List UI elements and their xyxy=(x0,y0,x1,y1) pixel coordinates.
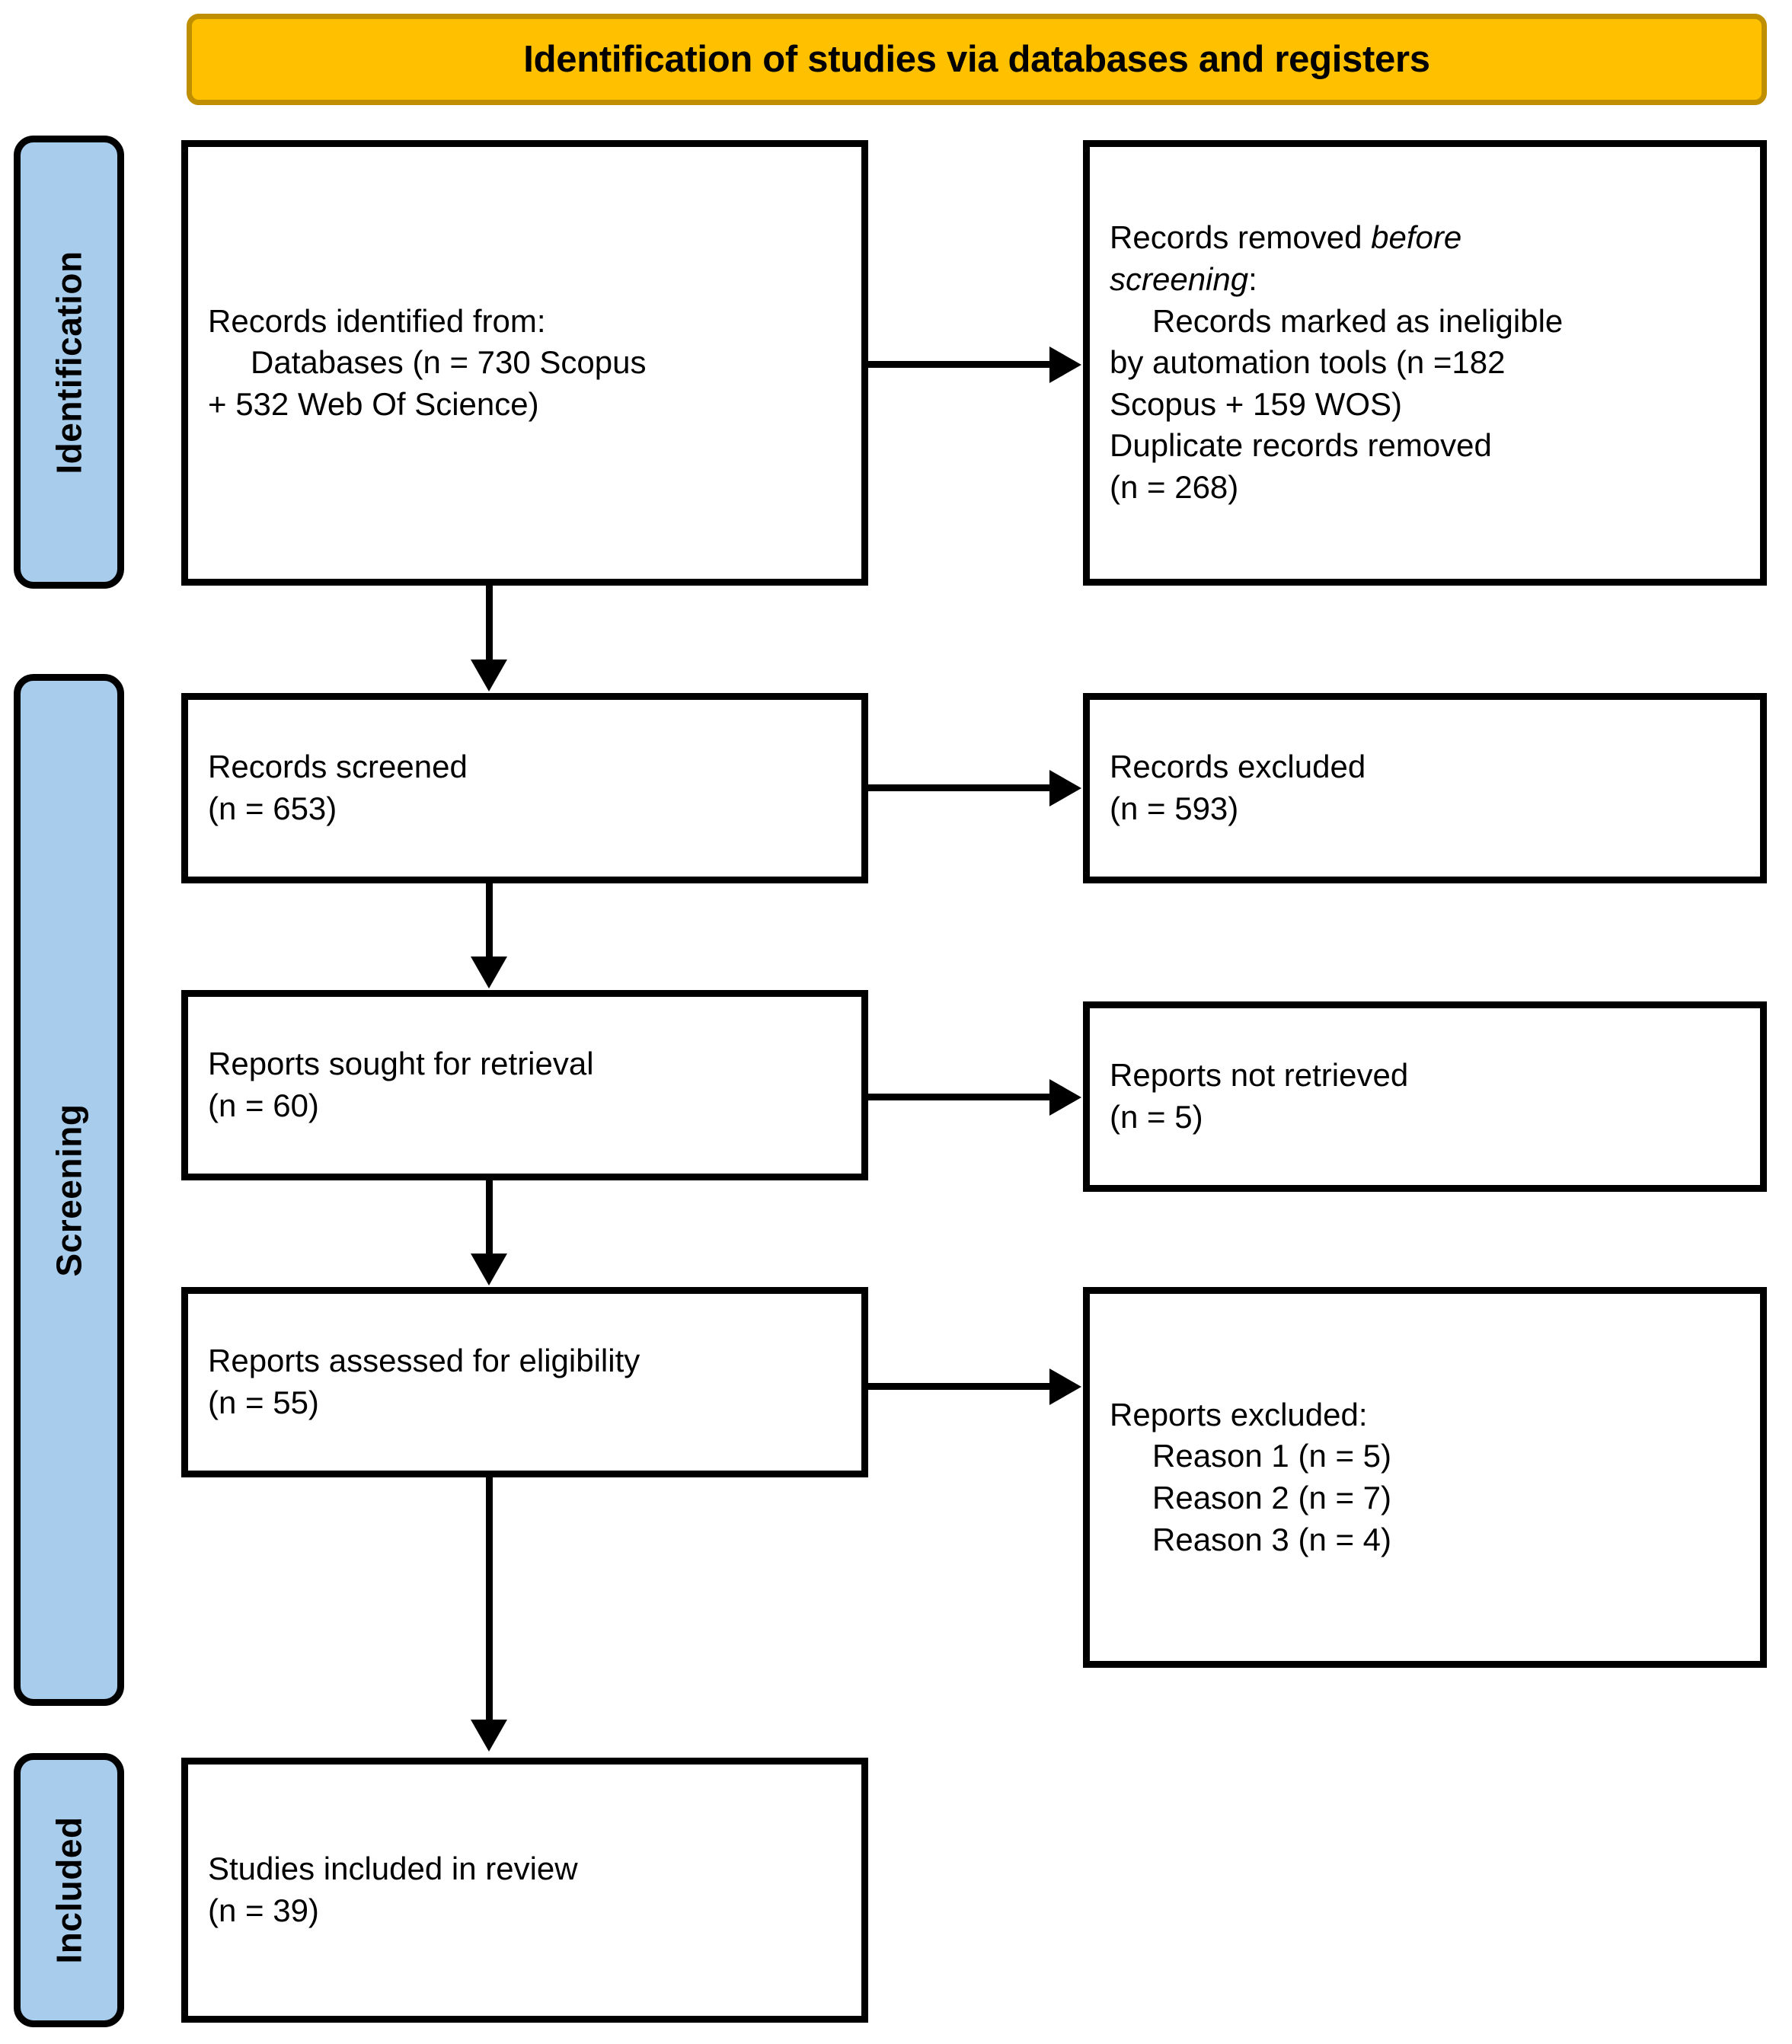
arrow-shaft xyxy=(868,361,1051,368)
stage-label-included-text: Included xyxy=(49,1816,89,1964)
arrow-shaft xyxy=(486,1180,493,1255)
arrow-head-down-icon xyxy=(471,1720,507,1752)
records-screened-line-2: (n = 653) xyxy=(208,790,337,826)
arrow-head-right-icon xyxy=(1049,1369,1081,1405)
arrow-head-right-icon xyxy=(1049,1079,1081,1116)
arrow-shaft xyxy=(486,1477,493,1721)
stage-label-identification-text: Identification xyxy=(49,250,89,474)
reports-excluded-line-1: Reports excluded: xyxy=(1110,1396,1368,1432)
box-reports-not-retrieved-text: Reports not retrieved (n = 5) xyxy=(1090,1055,1760,1138)
studies-included-line-1: Studies included in review xyxy=(208,1851,578,1887)
reports-not-retrieved-line-2: (n = 5) xyxy=(1110,1099,1203,1135)
box-reports-excluded-text: Reports excluded: Reason 1 (n = 5) Reason … xyxy=(1090,1394,1760,1560)
box-reports-assessed-for-eligibility: Reports assessed for eligibility (n = 55) xyxy=(181,1287,868,1477)
arrow-head-right-icon xyxy=(1049,770,1081,806)
reports-sought-line-2: (n = 60) xyxy=(208,1087,319,1123)
arrow-shaft xyxy=(868,1094,1051,1100)
removed-before-line-6: Duplicate records removed xyxy=(1110,427,1492,464)
arrow-shaft xyxy=(486,883,493,958)
removed-before-line-1a: Records removed xyxy=(1110,219,1372,256)
reports-assessed-line-2: (n = 55) xyxy=(208,1384,319,1420)
box-reports-sought-for-retrieval: Reports sought for retrieval (n = 60) xyxy=(181,990,868,1180)
records-screened-line-1: Records screened xyxy=(208,749,468,785)
box-records-identified-text: Records identified from: Databases (n = 7… xyxy=(188,301,861,426)
box-reports-sought-text: Reports sought for retrieval (n = 60) xyxy=(188,1043,861,1126)
records-identified-line-2: Databases (n = 730 Scopus xyxy=(251,344,647,381)
removed-before-line-2b: : xyxy=(1248,261,1257,298)
reports-not-retrieved-line-1: Reports not retrieved xyxy=(1110,1057,1409,1094)
arrow-head-down-icon xyxy=(471,660,507,691)
box-reports-not-retrieved: Reports not retrieved (n = 5) xyxy=(1083,1001,1767,1192)
box-records-screened-text: Records screened (n = 653) xyxy=(188,746,861,829)
box-records-removed-before-screening: Records removed before screening: Records … xyxy=(1083,140,1767,586)
diagram-header-banner: Identification of studies via databases … xyxy=(187,14,1767,105)
arrow-head-right-icon xyxy=(1049,347,1081,383)
reports-excluded-reason-2: Reason 2 (n = 7) xyxy=(1152,1480,1392,1515)
box-reports-assessed-text: Reports assessed for eligibility (n = 55) xyxy=(188,1340,861,1423)
reports-excluded-reason-1: Reason 1 (n = 5) xyxy=(1152,1438,1392,1474)
page-title: Identification of studies via databases … xyxy=(523,39,1430,80)
arrow-shaft xyxy=(868,784,1051,791)
records-identified-line-1: Records identified from: xyxy=(208,302,546,339)
reports-sought-line-1: Reports sought for retrieval xyxy=(208,1046,594,1082)
stage-label-screening-text: Screening xyxy=(49,1103,89,1276)
box-records-excluded: Records excluded (n = 593) xyxy=(1083,693,1767,883)
box-reports-excluded: Reports excluded: Reason 1 (n = 5) Reason … xyxy=(1083,1287,1767,1668)
stage-label-included: Included xyxy=(14,1753,124,2027)
box-records-identified: Records identified from: Databases (n = 7… xyxy=(181,140,868,586)
arrow-shaft xyxy=(486,586,493,662)
stage-label-screening: Screening xyxy=(14,674,124,1706)
removed-before-line-5: Scopus + 159 WOS) xyxy=(1110,385,1403,422)
removed-before-line-2a: screening xyxy=(1110,261,1249,298)
records-excluded-line-1: Records excluded xyxy=(1110,749,1366,785)
records-excluded-line-2: (n = 593) xyxy=(1110,790,1239,826)
removed-before-line-7: (n = 268) xyxy=(1110,468,1239,505)
box-records-removed-text: Records removed before screening: Records … xyxy=(1090,217,1760,508)
removed-before-line-1b: before xyxy=(1371,219,1462,256)
records-identified-line-3: + 532 Web Of Science) xyxy=(208,385,539,422)
reports-excluded-reason-3: Reason 3 (n = 4) xyxy=(1152,1521,1392,1557)
arrow-head-down-icon xyxy=(471,957,507,988)
box-studies-included-in-review: Studies included in review (n = 39) xyxy=(181,1758,868,2023)
studies-included-line-2: (n = 39) xyxy=(208,1892,319,1928)
removed-before-line-4: by automation tools (n =182 xyxy=(1110,344,1506,381)
removed-before-line-3: Records marked as ineligible xyxy=(1152,302,1564,339)
stage-label-identification: Identification xyxy=(14,136,124,589)
box-records-screened: Records screened (n = 653) xyxy=(181,693,868,883)
box-studies-included-text: Studies included in review (n = 39) xyxy=(188,1848,861,1931)
arrow-shaft xyxy=(868,1383,1051,1390)
arrow-head-down-icon xyxy=(471,1254,507,1285)
reports-assessed-line-1: Reports assessed for eligibility xyxy=(208,1343,640,1379)
box-records-excluded-text: Records excluded (n = 593) xyxy=(1090,746,1760,829)
